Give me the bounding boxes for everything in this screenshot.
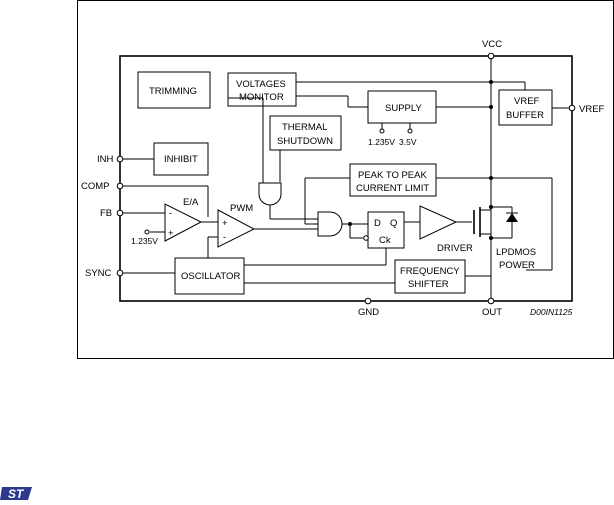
supply-35-label: 3.5V — [399, 137, 417, 147]
pwm-comparator — [217, 209, 256, 248]
driver-label: DRIVER — [437, 243, 473, 254]
thermal-label-1: THERMAL — [282, 122, 327, 133]
peak-label-2: CURRENT LIMIT — [356, 183, 429, 194]
vcc-label: VCC — [482, 39, 502, 50]
outer-frame — [77, 0, 614, 359]
vref-pin — [568, 104, 576, 112]
chip-boundary — [119, 55, 573, 302]
supply-block — [367, 90, 437, 124]
ea-label: E/A — [183, 197, 199, 208]
gnd-label: GND — [358, 307, 379, 318]
comp-pin — [116, 182, 124, 190]
and-gate-small — [258, 182, 282, 206]
ea-minus: - — [169, 208, 172, 219]
d-flip-flop — [367, 211, 405, 249]
vref-out-label: VREF — [579, 104, 605, 115]
freq-label-2: SHIFTER — [408, 279, 449, 290]
ff-q-label: Q — [390, 218, 397, 229]
lpdmos-transistor — [473, 205, 518, 240]
trimming-label: TRIMMING — [149, 86, 197, 97]
thermal-shutdown-block — [269, 115, 342, 151]
inh-pin — [116, 155, 124, 163]
oscillator-label: OSCILLATOR — [181, 271, 240, 282]
vcc-pin — [487, 52, 495, 60]
supply-label: SUPPLY — [385, 103, 422, 114]
oscillator-block — [174, 257, 245, 295]
st-logo-text: ST — [8, 487, 25, 501]
vref-buffer-label-1: VREF — [514, 96, 540, 107]
and-gate-main — [317, 211, 343, 237]
out-label: OUT — [482, 307, 502, 318]
gnd-pin — [364, 297, 372, 305]
driver-buffer — [419, 205, 458, 240]
freq-label-1: FREQUENCY — [400, 266, 460, 277]
ea-plus: + — [168, 228, 174, 239]
pwm-plus: + — [222, 218, 228, 229]
error-amplifier — [164, 203, 203, 242]
peak-current-limit-block — [349, 163, 437, 197]
inh-pin-label: INH — [97, 154, 114, 165]
out-pin — [487, 297, 495, 305]
pwm-label: PWM — [230, 203, 253, 214]
lpdmos-label-2: POWER — [499, 260, 535, 271]
st-logo: ST — [0, 487, 32, 501]
ref-1235-label: 1.235V — [131, 236, 158, 246]
doc-code-label: D00IN1125 — [530, 307, 573, 317]
voltages-monitor-block — [227, 72, 297, 107]
peak-label-1: PEAK TO PEAK — [358, 170, 427, 181]
inhibit-block — [153, 142, 209, 176]
frequency-shifter-block — [394, 259, 466, 294]
ff-d-label: D — [374, 218, 381, 229]
ff-ck-label: Ck — [379, 235, 391, 246]
trimming-block — [137, 71, 211, 109]
lpdmos-label-1: LPDMOS — [496, 247, 536, 258]
vref-buffer-block — [498, 89, 553, 126]
vref-buffer-label-2: BUFFER — [506, 110, 544, 121]
pwm-minus: - — [223, 232, 226, 243]
sync-pin-label: SYNC — [85, 268, 112, 279]
fb-pin-label: FB — [100, 208, 112, 219]
inhibit-label: INHIBIT — [164, 154, 198, 165]
fb-pin — [116, 209, 124, 217]
supply-1235-label: 1.235V — [368, 137, 395, 147]
sync-pin — [116, 269, 124, 277]
thermal-label-2: SHUTDOWN — [277, 136, 333, 147]
comp-pin-label: COMP — [81, 181, 110, 192]
voltages-monitor-label-1: VOLTAGES — [236, 79, 286, 90]
